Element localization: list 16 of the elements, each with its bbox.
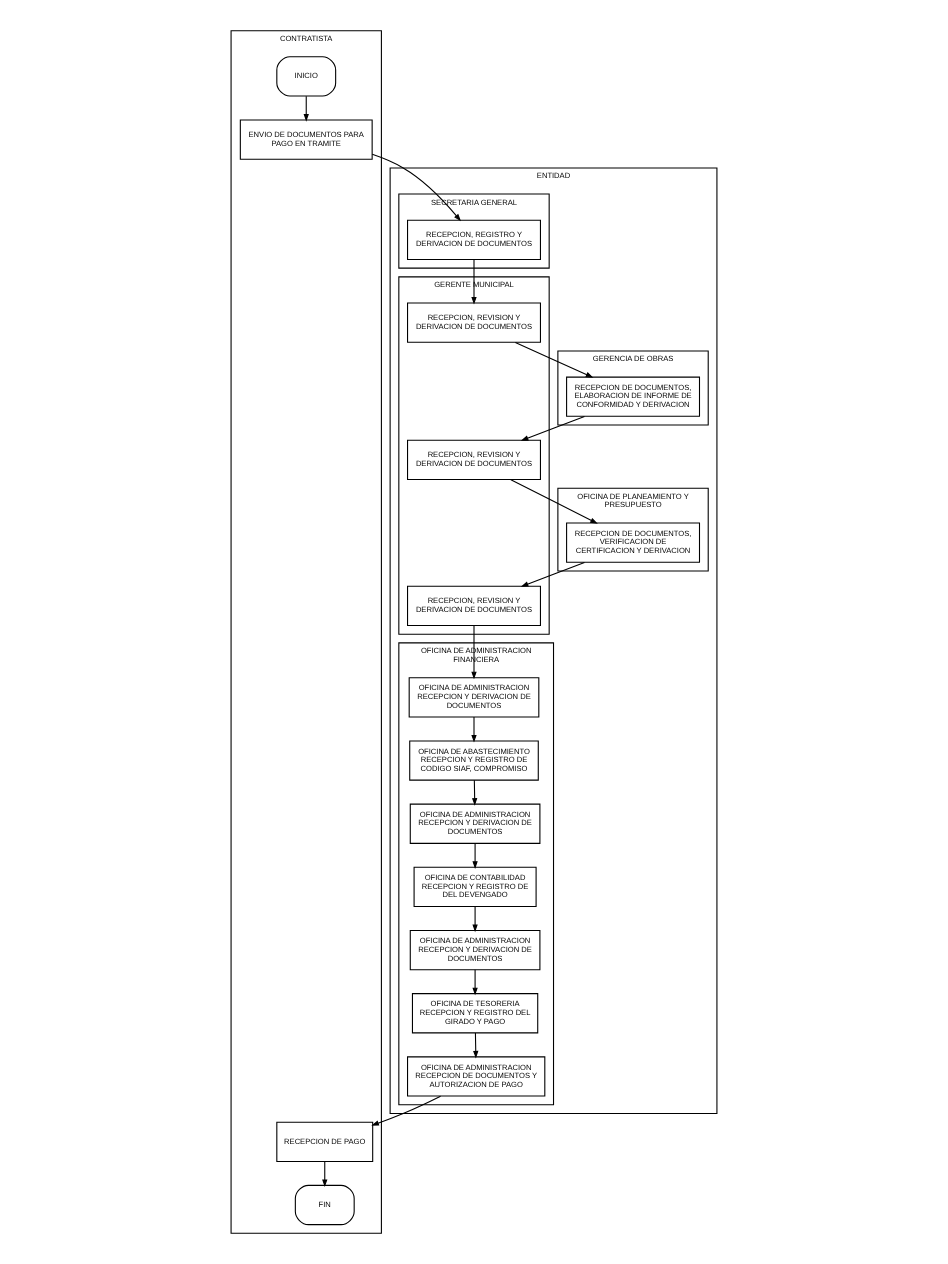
arrow [473,1032,479,1059]
arrow [371,1095,442,1126]
arrow [472,779,478,806]
arrow [520,561,585,587]
arrow [514,341,594,378]
arrow [303,95,309,122]
arrow [371,153,462,222]
arrow [471,259,477,305]
arrow [472,842,478,869]
arrow [472,969,478,996]
arrow [510,479,598,524]
arrow [472,906,478,933]
arrow [471,716,477,743]
arrow [471,625,477,680]
arrow [520,415,585,441]
arrow [322,1161,328,1188]
